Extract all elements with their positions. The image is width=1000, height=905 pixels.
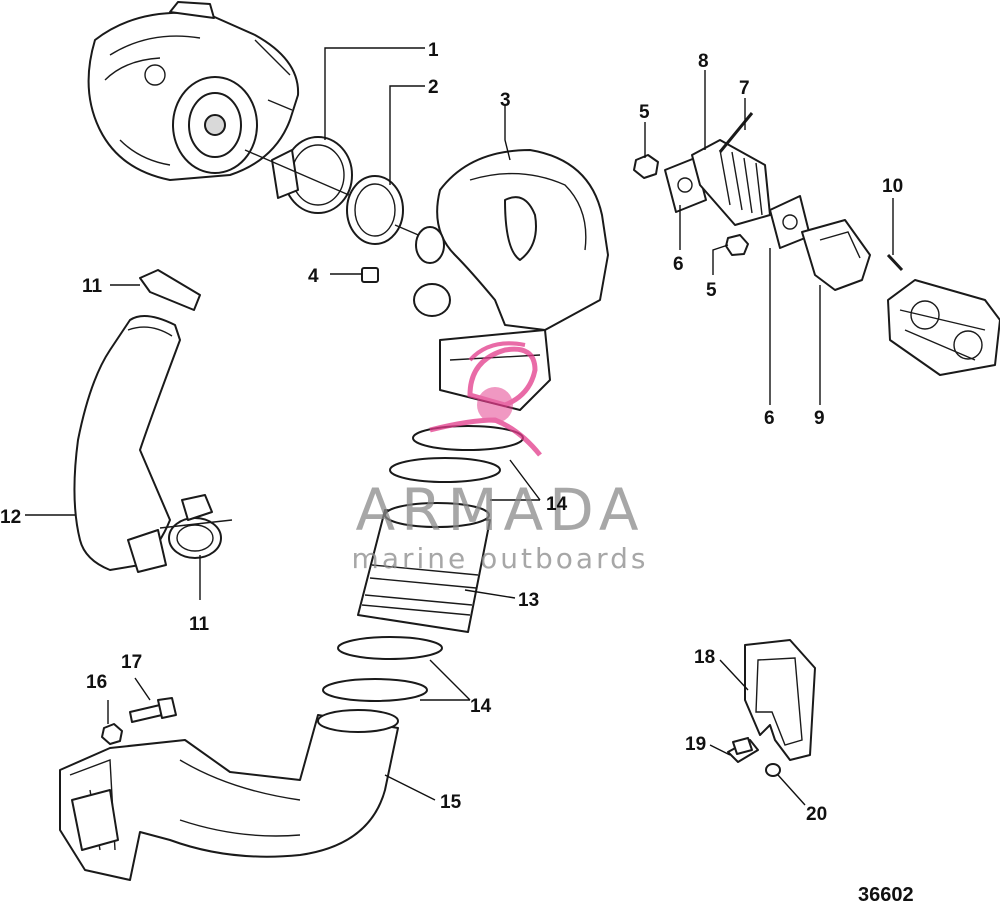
turbo-gasket <box>346 175 431 245</box>
watermark-tagline: marine outboards <box>352 542 649 575</box>
figure-number: 36602 <box>858 884 914 905</box>
callout-labels: 1 2 3 4 5 5 6 6 7 8 9 10 11 11 12 13 14 … <box>0 40 903 825</box>
callout-12: 12 <box>0 507 21 528</box>
armada-logo-icon <box>429 341 542 457</box>
callout-18: 18 <box>694 647 715 668</box>
callout-19: 19 <box>685 734 706 755</box>
hose-elbow <box>73 315 181 571</box>
callout-14b: 14 <box>470 696 492 717</box>
callout-8: 8 <box>698 51 709 72</box>
callout-13: 13 <box>518 590 539 611</box>
callout-7: 7 <box>739 78 750 99</box>
sealing-rings-upper <box>389 425 524 483</box>
callout-10: 10 <box>882 176 903 197</box>
armada-watermark: ARMADA marine outboards <box>352 341 649 575</box>
watermark-brand: ARMADA <box>355 476 644 544</box>
water-hose-assembly <box>73 269 233 573</box>
exhaust-elbow <box>413 149 609 411</box>
callout-5b: 5 <box>706 280 717 301</box>
callout-4: 4 <box>308 266 319 287</box>
bolt-17 <box>129 697 177 723</box>
callout-11b: 11 <box>189 614 210 635</box>
sealing-rings-lower <box>322 636 443 702</box>
callout-6b: 6 <box>764 408 775 429</box>
gasket-plate <box>744 639 816 761</box>
washer-20 <box>765 763 781 777</box>
exhaust-pipe-lower <box>59 709 399 881</box>
washer-16 <box>101 723 123 745</box>
callout-3: 3 <box>500 90 511 111</box>
callout-15: 15 <box>440 792 462 813</box>
nut-lower <box>725 234 749 256</box>
v-band-clamp <box>244 136 373 214</box>
callout-2: 2 <box>428 77 439 98</box>
wastegate-assembly <box>633 112 1000 376</box>
exhaust-tube <box>357 502 491 633</box>
callout-11a: 11 <box>82 276 103 297</box>
callout-5a: 5 <box>639 102 650 123</box>
hose-clamp-upper <box>139 269 201 311</box>
callout-16: 16 <box>86 672 107 693</box>
callout-17: 17 <box>121 652 142 673</box>
callout-14a: 14 <box>546 494 568 515</box>
callout-1: 1 <box>428 40 439 61</box>
wastegate-valve <box>801 219 871 291</box>
callout-9: 9 <box>814 408 825 429</box>
bolt-19 <box>727 737 759 763</box>
turbocharger <box>87 1 300 181</box>
leader-lines <box>25 47 894 806</box>
callout-6a: 6 <box>673 254 684 275</box>
pipe-plug <box>330 267 379 283</box>
wastegate-actuator <box>887 279 1000 376</box>
nut-upper <box>633 154 659 179</box>
callout-20: 20 <box>806 804 827 825</box>
